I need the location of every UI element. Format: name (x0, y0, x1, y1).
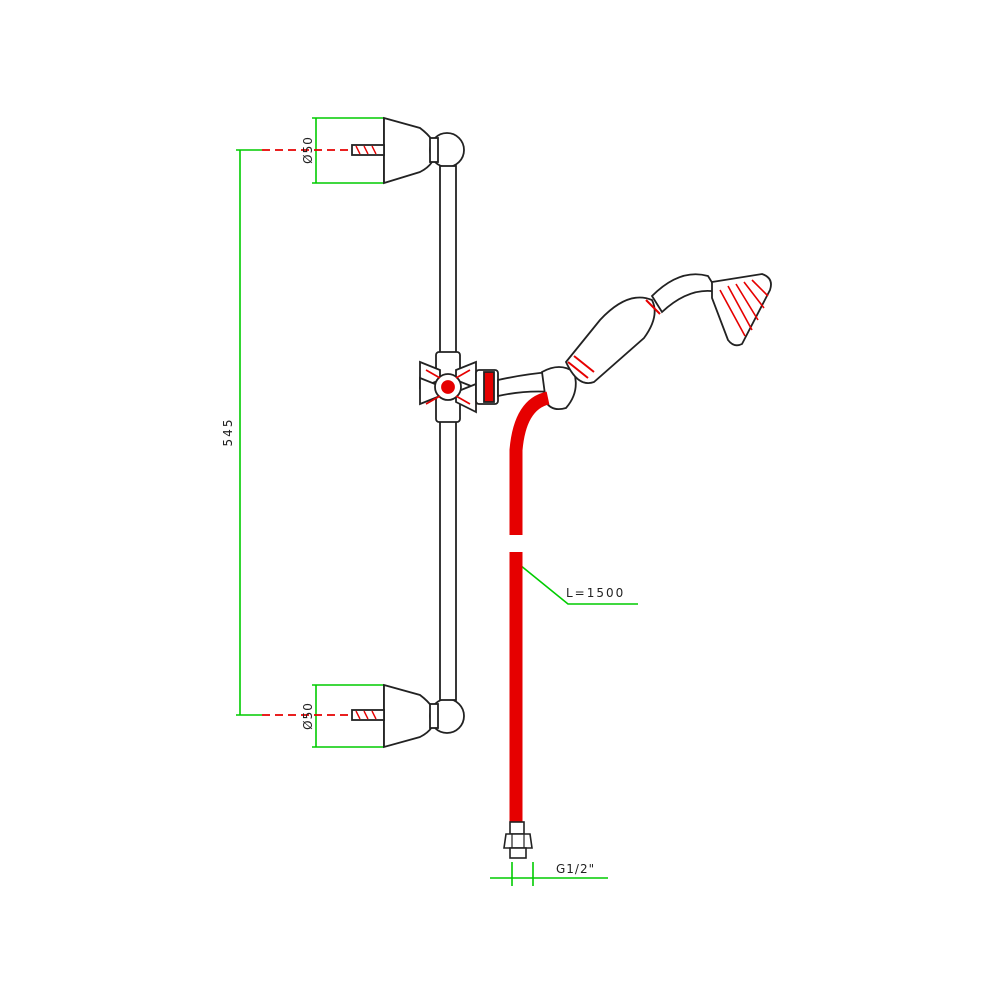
center-distance-label: 545 (221, 418, 235, 447)
upper-bracket-label: Ø50 (301, 136, 315, 164)
lower-wall-bracket (351, 683, 465, 749)
hose-length-label: L=1500 (566, 586, 625, 600)
center-lines (262, 149, 352, 716)
thread-label: G1/2" (556, 862, 595, 876)
lower-bracket-label: Ø50 (301, 702, 315, 730)
slide-bar (439, 165, 457, 701)
hand-shower (541, 273, 772, 411)
hose-upper-segment (509, 391, 550, 535)
dimension-labels: 545 Ø50 Ø50 L=1500 G1/2" (221, 136, 625, 876)
slider-cross-handle (419, 351, 554, 423)
shower-hose (503, 391, 550, 859)
upper-wall-bracket (351, 116, 465, 185)
hose-length-leader (519, 564, 638, 605)
dimension-lines (236, 117, 638, 886)
slide-bar-rod (439, 165, 457, 701)
